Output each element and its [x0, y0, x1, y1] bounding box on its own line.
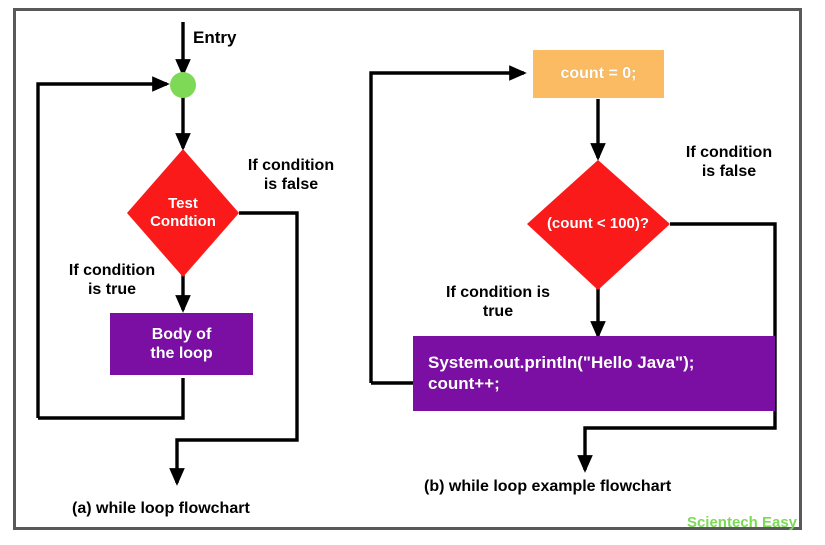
init-text-b: count = 0; — [560, 65, 637, 83]
caption-a: (a) while loop flowchart — [72, 500, 250, 517]
false-label-b: If condition is false — [685, 144, 773, 180]
watermark-scientech-easy: Scientech Easy — [686, 514, 797, 531]
entry-label-a: Entry — [193, 28, 237, 47]
caption-b: (b) while loop example flowchart — [424, 478, 672, 495]
decision-text-b: (count < 100)? — [546, 215, 650, 232]
body-text-a: Body of the loop — [150, 325, 213, 362]
true-label-a: If condition is true — [68, 262, 156, 298]
false-label-a: If condition is false — [247, 157, 335, 193]
decision-text-a: Test Condtion — [150, 195, 216, 230]
body-text-b: System.out.println("Hello Java"); count+… — [428, 353, 695, 393]
true-label-b: If condition is true — [446, 284, 550, 320]
